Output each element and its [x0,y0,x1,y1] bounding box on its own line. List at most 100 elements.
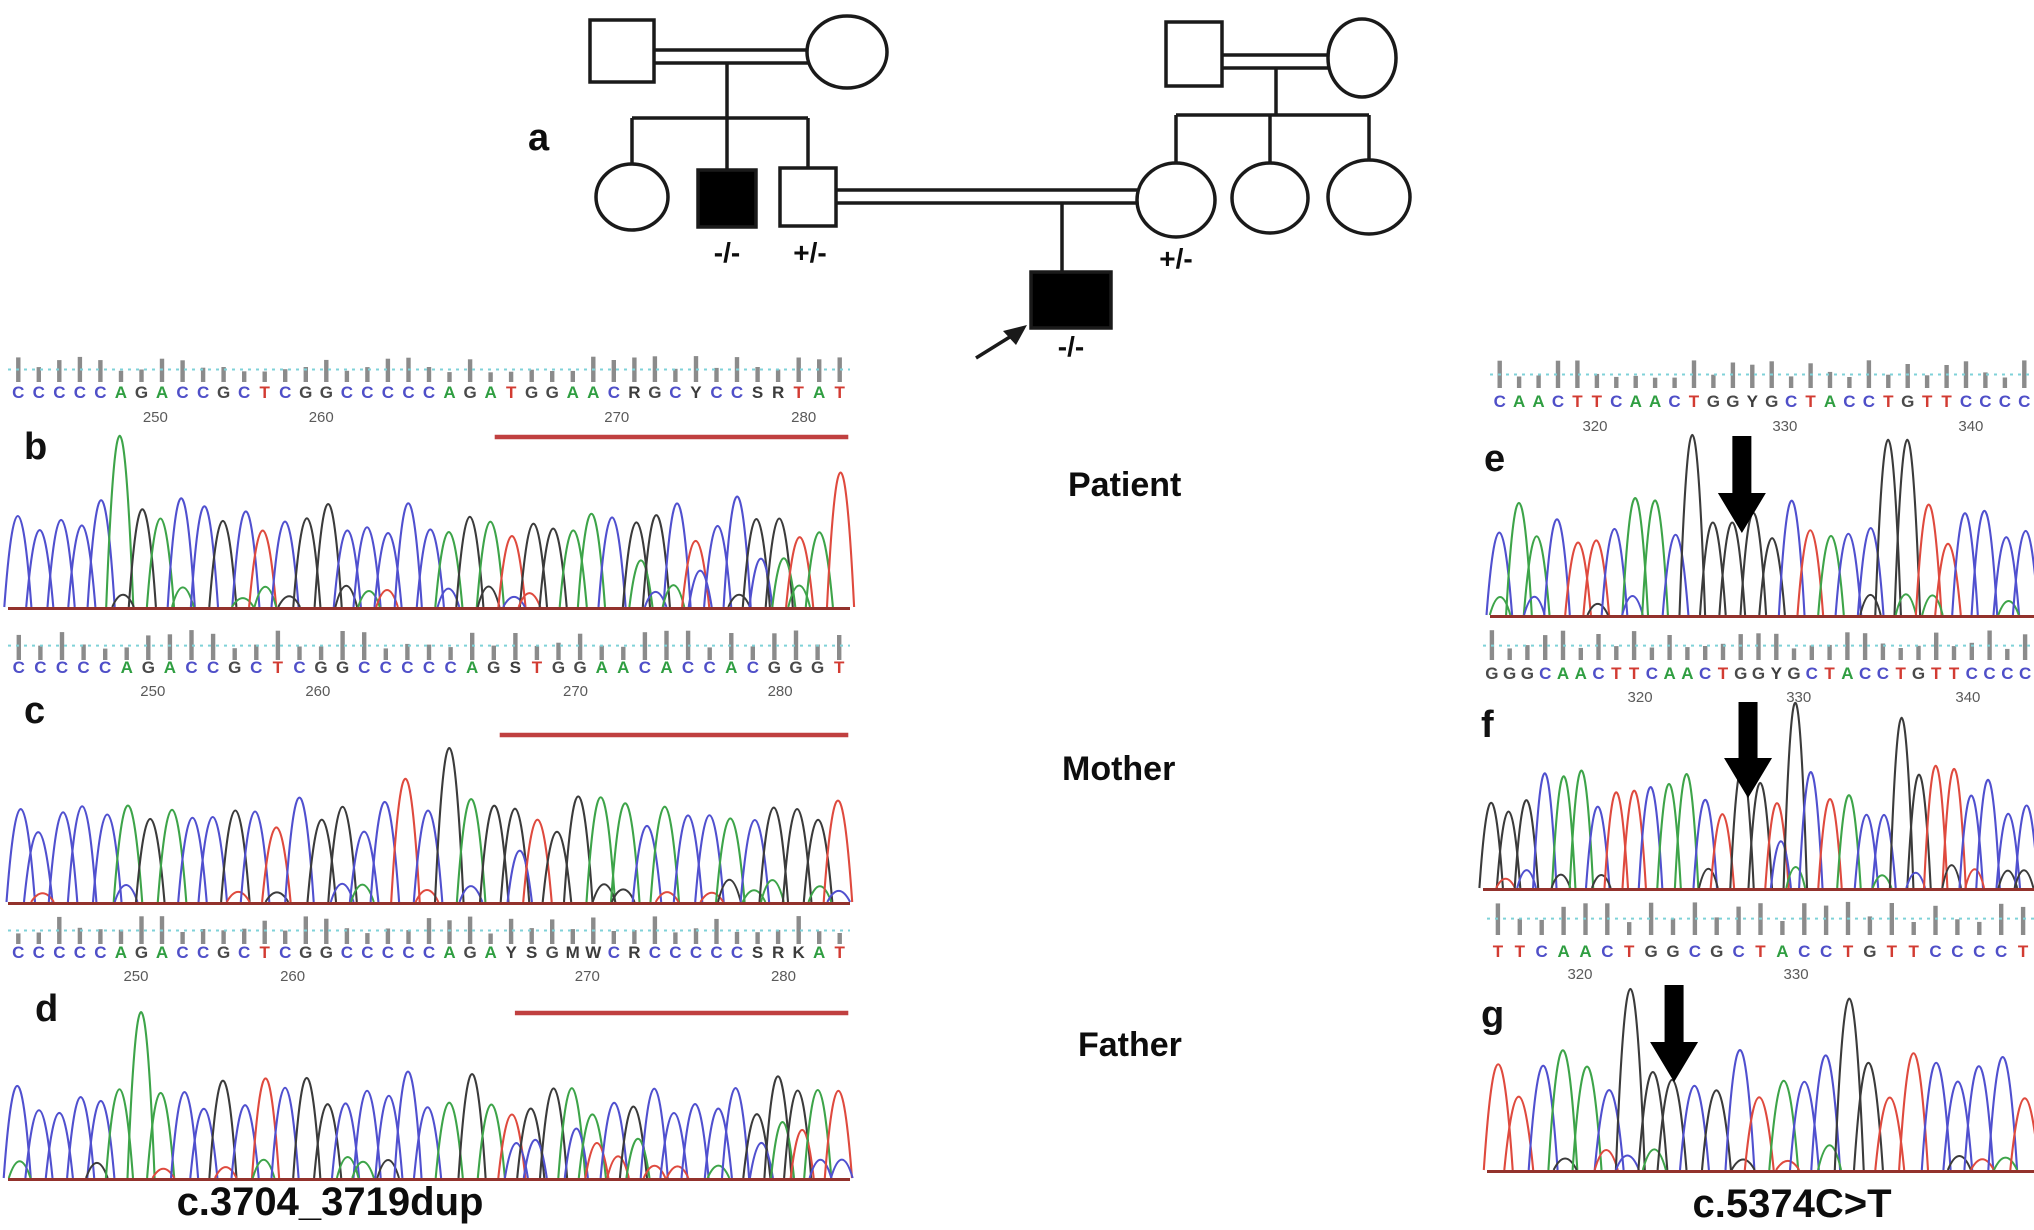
quality-bar [232,648,237,660]
trace-noise [642,1164,667,1179]
base-call-letter: A [443,943,456,962]
quality-bar [1886,374,1891,388]
trace-peak [3,514,33,608]
trace-peak [2009,1097,2034,1171]
base-call-letter: C [1551,392,1565,411]
quality-bar [77,356,83,382]
base-call-letter: C [1592,664,1605,683]
ruler-position-number: 270 [604,409,630,426]
base-call-letter: C [1862,392,1875,411]
quality-bar [817,359,822,382]
mutation-arrow-icon [1724,702,1773,798]
base-call-letter: C [381,943,395,962]
trace-peak [248,529,278,608]
trace-noise [1775,1159,1801,1171]
trace-peak [631,825,663,903]
ruler-position-number: 260 [308,409,334,426]
quality-bar [2022,360,2027,388]
base-call-letter: S [751,383,764,402]
base-call-letter: C [279,383,292,402]
base-call-letter: C [77,658,90,677]
trace-peak [1958,794,1985,889]
chromatogram-panel-b [3,356,856,610]
base-call-letter: G [1644,942,1658,961]
base-call-letter: T [1591,392,1603,411]
trace-peak [680,1103,710,1179]
quality-bar [775,929,781,944]
quality-bar [283,369,288,382]
trace-peak [313,1103,343,1179]
quality-bar [2020,906,2026,935]
quality-bar [275,630,281,660]
base-call-letter: G [319,943,333,962]
quality-bar [1802,903,1807,935]
pedigree-grandfather-right [1164,20,1224,88]
trace-peak-secondary [687,569,713,608]
trace-peak [1920,1061,1952,1171]
base-call-letter: G [463,383,477,402]
trace-noise [741,889,767,903]
base-call-letter: T [1514,942,1526,961]
base-call-letter: A [813,383,826,402]
quality-bar [297,646,302,660]
trace-peak [231,510,261,608]
ruler-position-number: 260 [280,968,306,985]
base-call-letter: C [1959,392,1973,411]
base-call-letter: C [1983,664,1996,683]
trace-noise [1614,1154,1640,1171]
quality-bar [632,930,637,944]
quality-bar [340,631,345,660]
base-call-letter: G [336,658,350,677]
trace-peak [1641,499,1669,616]
ruler-position-number: 280 [791,409,817,426]
trace-peak-secondary [628,559,654,608]
trace-peak [189,1107,219,1179]
quality-bar [146,635,151,660]
base-call-letter: C [1951,942,1964,961]
base-call-letter: A [484,943,497,962]
trace-peak [1547,1049,1579,1171]
quality-bar [599,645,604,660]
trace-noise [1590,873,1612,889]
quality-bar [1944,365,1949,388]
base-call-letter: G [545,383,559,402]
base-call-letter: C [1998,392,2011,411]
trace-noise [1495,877,1516,889]
trace-noise [1523,595,1546,616]
base-call-letter: C [1859,664,1872,683]
base-call-letter: T [1624,942,1635,961]
quality-bar [508,918,514,944]
trace-peak [1914,503,1943,616]
trace-noise [1921,594,1944,616]
base-call-letter: C [669,943,682,962]
trace-peak-secondary [771,557,797,608]
quality-bar [577,633,583,660]
base-call-letter: C [1732,942,1745,961]
base-call-letter: R [771,943,785,962]
quality-bar [1780,921,1785,935]
trace-peak [758,806,790,903]
pedigree-proband [1029,270,1113,330]
trace-peak [127,508,157,608]
quality-bar [362,632,367,660]
base-call-letter: C [340,943,353,962]
base-call-letter: G [314,658,328,677]
trace-peak [541,831,573,903]
trace-noise [1698,867,1719,889]
quality-bar [1507,648,1512,660]
trace-peak [22,831,54,903]
quality-bar [1714,917,1719,935]
base-call-letter: C [607,383,620,402]
quality-bar [529,369,534,382]
quality-bar [673,932,678,944]
quality-bar [447,372,452,382]
quality-bar [2005,648,2010,660]
trace-peak [105,434,135,608]
trace-peak-secondary [625,1138,651,1179]
trace-noise [1964,868,1986,889]
ruler-position-number: 330 [1772,418,1798,435]
quality-bar [1955,919,1960,935]
trace-noise [1993,1156,2019,1171]
panel-label-b: b [24,426,48,468]
